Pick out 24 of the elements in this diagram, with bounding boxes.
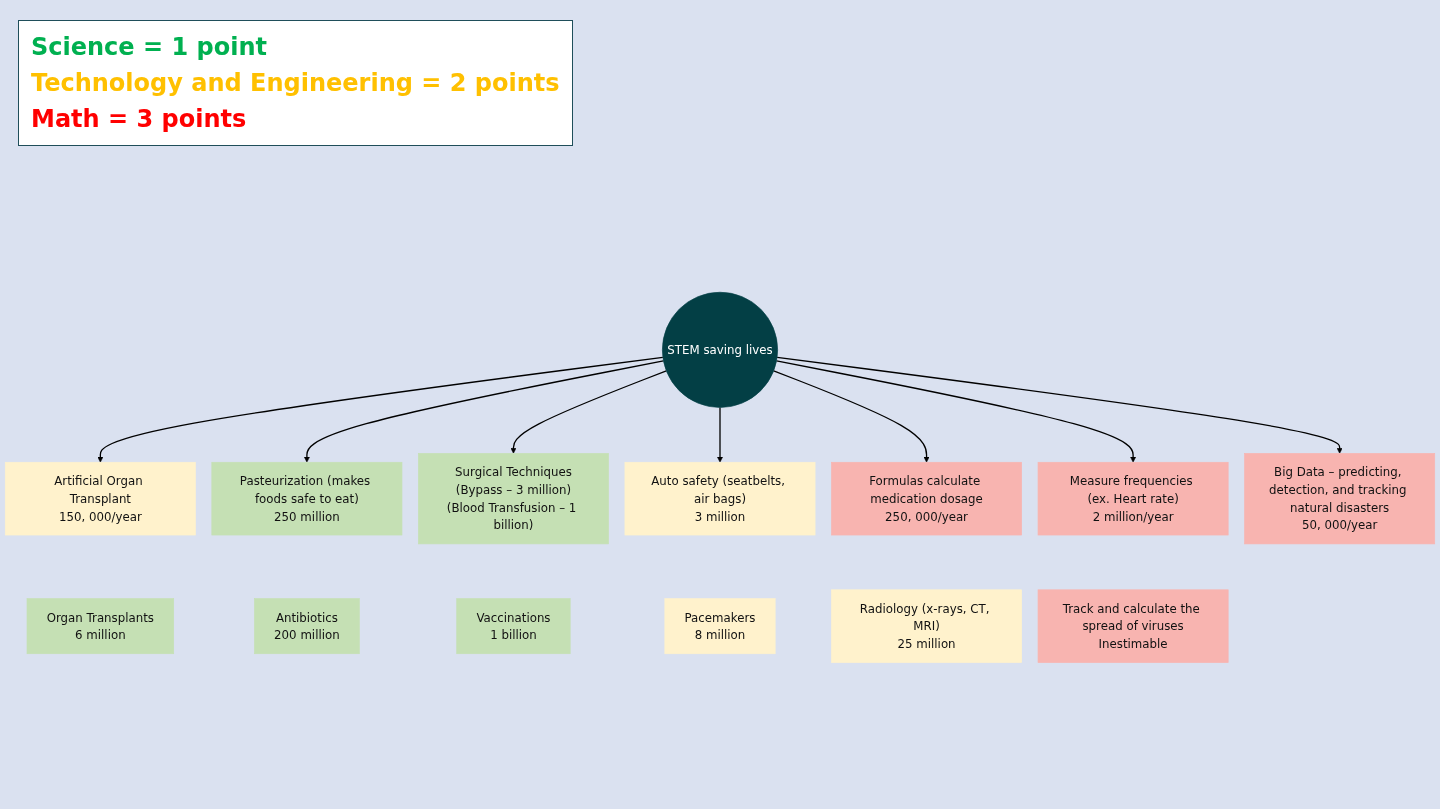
node-box: Track and calculate the spread of viruses Inestimable — [1037, 589, 1229, 663]
arrow — [510, 370, 667, 454]
node-box: Antibiotics 200 million — [254, 598, 360, 655]
node-box: Auto safety (seatbelts, air bags) 3 million — [624, 462, 816, 536]
node-box: Radiology (x-rays, CT, MRI) 25 million — [831, 589, 1022, 663]
arrow — [773, 370, 930, 463]
arrow — [304, 360, 665, 463]
node-box: Artificial Organ Transplant 150, 000/year — [4, 462, 196, 536]
legend-entry: Science = 1 point — [31, 32, 268, 63]
node-box: Surgical Techniques (Bypass – 3 million) (Blood Transfusion – 1 billion) — [418, 453, 609, 545]
arrow — [776, 356, 1343, 454]
node-box: Pasteurization (makes foods safe to eat) 250 million — [211, 462, 403, 536]
legend-entry: Technology and Engineering = 2 points — [31, 68, 560, 99]
node-box: Pacemakers 8 million — [664, 598, 776, 655]
arrow — [97, 356, 664, 463]
node-box: Formulas calculate medication dosage 250, 000/year — [831, 462, 1022, 536]
arrow — [775, 360, 1136, 463]
node-box: Big Data – predicting, detection, and tracking natural disasters 50, 000/year — [1244, 453, 1436, 545]
node-box: Vaccinations 1 billion — [456, 598, 571, 655]
node-box: Measure frequencies (ex. Heart rate) 2 million/year — [1037, 462, 1229, 536]
node-circle: STEM saving lives — [662, 292, 778, 408]
node-box: Organ Transplants 6 million — [26, 598, 175, 655]
arrow — [717, 406, 723, 463]
legend-entry: Math = 3 points — [31, 104, 248, 135]
